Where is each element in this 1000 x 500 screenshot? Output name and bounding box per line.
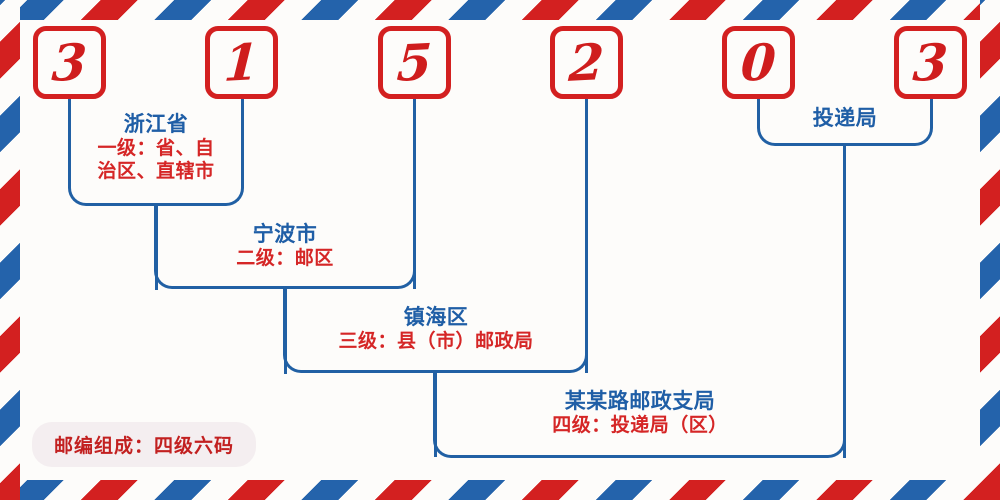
label-level-2: 宁波市 二级：邮区 — [155, 221, 415, 269]
label-level-4-title: 某某路邮政支局 — [564, 388, 716, 413]
connector-box3-drop — [413, 99, 416, 289]
digit-box-3[interactable]: 5 — [378, 26, 451, 99]
label-level-1-subtitle-line2: 治区、直辖市 — [97, 159, 215, 182]
digit-glyph-6: 3 — [911, 31, 950, 93]
airmail-border-right — [980, 0, 1000, 500]
digit-glyph-4: 2 — [567, 31, 606, 93]
airmail-border-top — [0, 0, 1000, 20]
label-level-2-subtitle: 二级：邮区 — [236, 246, 334, 269]
label-level-4: 某某路邮政支局 四级：投递局（区） — [435, 388, 845, 436]
bracket-level-4 — [433, 373, 846, 458]
label-level-3: 镇海区 三级：县（市）邮政局 — [285, 304, 587, 352]
label-delivery-office: 投递局 — [757, 105, 933, 131]
label-level-2-title: 宁波市 — [252, 221, 318, 246]
envelope-paper — [20, 20, 980, 480]
digit-glyph-5: 0 — [739, 31, 778, 93]
airmail-border-left — [0, 0, 20, 500]
label-level-1-subtitle-line1: 一级：省、自 — [97, 136, 215, 159]
label-level-1: 浙江省 一级：省、自 治区、直辖市 — [66, 111, 246, 183]
digit-box-1[interactable]: 3 — [33, 26, 106, 99]
digit-glyph-2: 1 — [222, 31, 261, 93]
bracket-level-1 — [68, 99, 244, 206]
digit-glyph-3: 5 — [395, 31, 434, 93]
digit-glyph-1: 3 — [50, 31, 89, 93]
digit-box-5[interactable]: 0 — [722, 26, 795, 99]
bracket-level-2 — [154, 206, 416, 289]
label-level-3-title: 镇海区 — [403, 304, 469, 329]
label-delivery-office-title: 投递局 — [812, 105, 878, 130]
connector-delivery-office-stem — [843, 146, 846, 458]
label-level-3-subtitle: 三级：县（市）邮政局 — [338, 329, 534, 352]
label-level-4-subtitle: 四级：投递局（区） — [552, 413, 728, 436]
bracket-delivery-office — [757, 99, 933, 146]
digit-box-2[interactable]: 1 — [205, 26, 278, 99]
airmail-border-bottom — [0, 480, 1000, 500]
digit-box-4[interactable]: 2 — [550, 26, 623, 99]
label-level-1-title: 浙江省 — [123, 111, 189, 136]
bracket-level-3 — [283, 289, 588, 373]
connector-box4-drop — [585, 99, 588, 373]
digit-box-6[interactable]: 3 — [894, 26, 967, 99]
postcode-composition-badge: 邮编组成：四级六码 — [32, 422, 257, 467]
postcode-composition-badge-text: 邮编组成：四级六码 — [54, 435, 235, 457]
